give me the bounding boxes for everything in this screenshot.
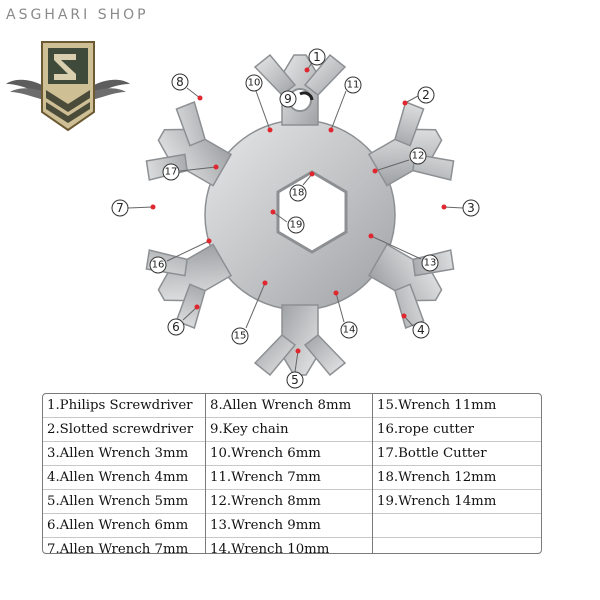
legend-item: 4.Allen Wrench 4mm (43, 466, 205, 490)
legend-item (373, 514, 541, 538)
callout-10: 10 (248, 78, 261, 89)
callout-8: 8 (176, 75, 184, 89)
callout-14: 14 (343, 325, 356, 336)
shop-logo (6, 41, 130, 132)
legend-item: 5.Allen Wrench 5mm (43, 490, 205, 514)
legend-item: 14.Wrench 10mm (210, 542, 330, 554)
legend-column-2: 8.Allen Wrench 8mm 9.Key chain 10.Wrench… (206, 394, 373, 553)
tool-legend: 1.Philips Screwdriver 2.Slotted screwdri… (42, 393, 542, 554)
callout-11: 11 (347, 80, 360, 91)
callout-12: 12 (412, 151, 425, 162)
legend-item: 13.Wrench 9mm (206, 514, 372, 538)
legend-column-1: 1.Philips Screwdriver 2.Slotted screwdri… (43, 394, 206, 553)
legend-item: 16.rope cutter (373, 418, 541, 442)
legend-item: 18.Wrench 12mm (373, 466, 541, 490)
legend-item: 15.Wrench 11mm (373, 394, 541, 418)
callout-19: 19 (290, 220, 303, 231)
callout-18: 18 (292, 188, 305, 199)
legend-item (373, 538, 541, 553)
callout-5: 5 (291, 373, 299, 387)
legend-item: 8.Allen Wrench 8mm (206, 394, 372, 418)
callout-4: 4 (417, 323, 425, 337)
multitool-diagram: 1 2 3 4 5 6 7 8 9 10 11 12 13 14 15 16 1… (111, 48, 480, 389)
legend-item: 9.Key chain (206, 418, 372, 442)
callout-2: 2 (422, 88, 430, 102)
callout-15: 15 (234, 331, 247, 342)
legend-item: 6.Allen Wrench 6mm (43, 514, 205, 538)
callout-7: 7 (116, 201, 124, 215)
legend-item: 3.Allen Wrench 3mm (43, 442, 205, 466)
callout-13: 13 (424, 258, 437, 269)
legend-item: 7.Allen Wrench 7mm (47, 542, 189, 554)
legend-item: 12.Wrench 8mm (206, 490, 372, 514)
legend-item: 2.Slotted screwdriver (43, 418, 205, 442)
callout-17: 17 (165, 167, 178, 178)
snowflake-tool (145, 53, 455, 377)
marker-dots (150, 67, 447, 354)
callout-1: 1 (313, 50, 321, 64)
legend-item: 17.Bottle Cutter (373, 442, 541, 466)
legend-item: 10.Wrench 6mm (206, 442, 372, 466)
callout-16: 16 (152, 260, 165, 271)
shop-name: ASGHARI SHOP (6, 7, 149, 23)
legend-column-3: 15.Wrench 11mm 16.rope cutter 17.Bottle … (373, 394, 541, 553)
callout-9: 9 (284, 92, 292, 106)
callout-6: 6 (172, 320, 180, 334)
legend-item: 1.Philips Screwdriver (43, 394, 205, 418)
callout-3: 3 (467, 201, 475, 215)
legend-item: 19.Wrench 14mm (373, 490, 541, 514)
legend-item: 11.Wrench 7mm (206, 466, 372, 490)
